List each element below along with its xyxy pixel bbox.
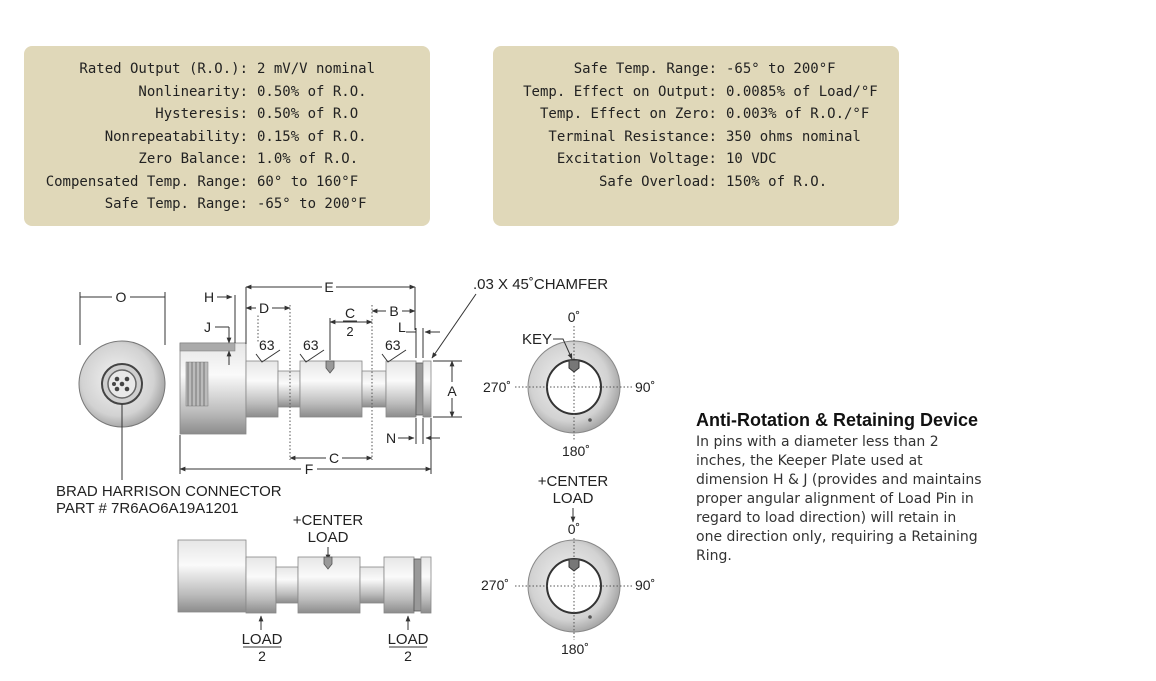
dim-label-c-half-den: 2 [346, 324, 353, 339]
spec-label: Safe Temp. Range: [104, 196, 248, 212]
spec-value: 0.0085% of Load/°F [726, 83, 878, 100]
anti-rotation-title: Anti-Rotation & Retaining Device [696, 410, 979, 430]
spec-label: Hysteresis: [155, 106, 248, 122]
dim-label-c: C [329, 450, 339, 466]
connector-label-line1: BRAD HARRISON CONNECTOR [56, 483, 282, 500]
load-pin-side-view [179, 342, 432, 435]
spec-label: Zero Balance: [138, 151, 248, 167]
center-load-left-line1: +CENTER [293, 512, 364, 529]
load-half-right-den: 2 [404, 648, 412, 664]
dimension-guides [257, 305, 373, 460]
angle-270-bottom: 270˚ [481, 577, 509, 593]
angle-180-top: 180˚ [562, 443, 590, 459]
spec-row: Safe Temp. Range: -65° to 200°F [24, 193, 430, 215]
dim-label-o: O [116, 289, 127, 305]
key-label: KEY [522, 331, 552, 348]
spec-label: Rated Output (R.O.): [79, 61, 248, 77]
spec-label: Temp. Effect on Zero: [539, 106, 717, 122]
spec-row: Terminal Resistance: 350 ohms nominal [493, 126, 899, 148]
finish-mark-1: 63 [259, 337, 275, 353]
spec-row: Nonlinearity: 0.50% of R.O. [24, 81, 430, 103]
dim-label-l: L [398, 319, 406, 335]
spec-label: Nonlinearity: [138, 83, 248, 100]
spec-value: 0.15% of R.O. [257, 128, 367, 145]
dim-label-b: B [389, 303, 398, 319]
spec-value: 2 mV/V nominal [257, 61, 376, 77]
spec-row: Nonrepeatability: 0.15% of R.O. [24, 126, 430, 148]
angle-90-bottom: 90˚ [635, 577, 655, 593]
connector-end-view: O [78, 288, 166, 480]
spec-row: Excitation Voltage: 10 VDC [493, 148, 899, 170]
dim-label-a: A [447, 383, 457, 399]
dim-label-j: J [204, 319, 211, 335]
spec-box-right: Safe Temp. Range: -65° to 200°F Temp. Eff… [493, 46, 899, 226]
load-pin-drawing: O BRAD HARRISON CONNECTOR PART # 7R6AO6A… [56, 276, 655, 664]
dim-label-f: F [305, 461, 314, 477]
spec-value: -65° to 200°F [257, 196, 367, 212]
dim-label-d: D [259, 300, 269, 316]
spec-row: Hysteresis: 0.50% of R.O [24, 103, 430, 125]
spec-label: Nonrepeatability: [104, 128, 248, 145]
spec-label: Compensated Temp. Range: [45, 173, 248, 190]
spec-value: 0.50% of R.O. [257, 83, 367, 100]
spec-value: 350 ohms nominal [726, 128, 861, 145]
angle-270-top: 270˚ [483, 379, 511, 395]
spec-label: Terminal Resistance: [548, 128, 717, 145]
load-half-left-num: LOAD [242, 631, 283, 648]
spec-row: Temp. Effect on Zero: 0.003% of R.O./°F [493, 103, 899, 125]
spec-row: Temp. Effect on Output: 0.0085% of Load/°… [493, 81, 899, 103]
dim-label-n: N [386, 430, 396, 446]
center-load-left-line2: LOAD [308, 529, 349, 546]
spec-label: Temp. Effect on Output: [523, 83, 717, 100]
anti-rotation-body: In pins with a diameter less than 2 inch… [696, 434, 982, 564]
dim-label-h: H [204, 289, 214, 305]
spec-value: 1.0% of R.O. [257, 151, 359, 167]
angle-90-top: 90˚ [635, 379, 655, 395]
angle-180-bottom: 180˚ [561, 641, 589, 657]
spec-value: 0.50% of R.O [257, 106, 359, 122]
spec-box-left: Rated Output (R.O.): 2 mV/V nominal Nonli… [24, 46, 430, 226]
spec-row: Safe Temp. Range: -65° to 200°F [493, 58, 899, 80]
spec-value: -65° to 200°F [726, 61, 836, 77]
spec-label: Safe Temp. Range: [573, 61, 717, 77]
anti-rotation-section: Anti-Rotation & Retaining Device In pins… [696, 410, 986, 566]
end-view-center-load [515, 538, 634, 640]
dim-label-c-half-num: C [345, 305, 355, 321]
spec-value: 10 VDC [726, 151, 777, 167]
center-load-right-line2: LOAD [553, 490, 594, 507]
finish-mark-3: 63 [385, 337, 401, 353]
spec-value: 60° to 160°F [257, 173, 359, 190]
load-half-left-den: 2 [258, 648, 266, 664]
dim-label-e: E [324, 279, 333, 295]
end-view-key [515, 326, 634, 440]
spec-label: Safe Overload: [598, 173, 717, 190]
chamfer-label: .03 X 45˚CHAMFER [473, 276, 608, 293]
spec-row: Compensated Temp. Range: 60° to 160°F [24, 171, 430, 193]
load-half-right-num: LOAD [388, 631, 429, 648]
angle-0-bottom: 0˚ [568, 521, 580, 537]
spec-row: Safe Overload: 150% of R.O. [493, 171, 899, 193]
connector-label-line2: PART # 7R6AO6A19A1201 [56, 500, 239, 517]
load-pin-loaded-view [177, 539, 432, 614]
center-load-right-line1: +CENTER [538, 473, 609, 490]
spec-value: 150% of R.O. [726, 173, 828, 190]
spec-row: Zero Balance: 1.0% of R.O. [24, 148, 430, 170]
spec-label: Excitation Voltage: [556, 151, 717, 167]
finish-mark-2: 63 [303, 337, 319, 353]
spec-row: Rated Output (R.O.): 2 mV/V nominal [24, 58, 430, 80]
spec-value: 0.003% of R.O./°F [726, 106, 870, 122]
angle-0-top: 0˚ [568, 309, 580, 325]
